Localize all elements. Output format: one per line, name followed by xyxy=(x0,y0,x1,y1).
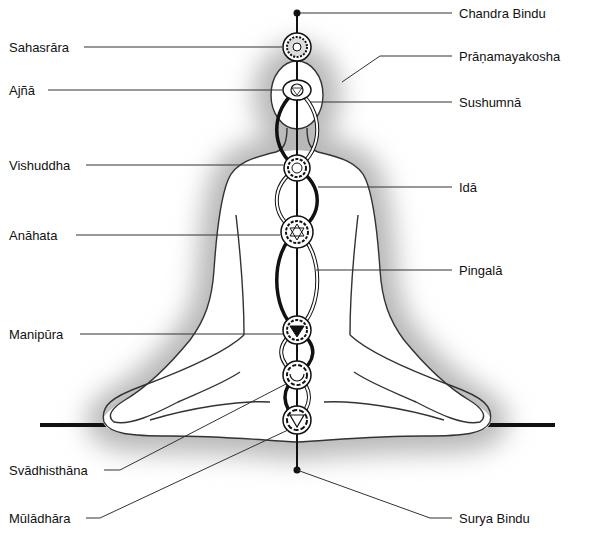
ida-channel xyxy=(277,90,318,420)
chakra-label: Chandra Bindu xyxy=(458,6,547,21)
chakra-label: Sahasrāra xyxy=(8,40,70,55)
chakra-label: Mūlādhāra xyxy=(8,511,71,526)
chakra-label: Idā xyxy=(458,180,478,195)
bindu-dot xyxy=(294,10,301,17)
chakra-label: Manipūra xyxy=(8,327,64,342)
chakra-label: Sushumnā xyxy=(458,95,522,110)
pingala-channel xyxy=(277,90,318,420)
chakra-label: Surya Bindu xyxy=(458,511,531,526)
chakra-label: Pingalā xyxy=(458,263,503,278)
chakra-label: Prāṇamayakosha xyxy=(458,49,561,64)
chakra-label: Anāhata xyxy=(8,228,58,243)
chakra-label: Vishuddha xyxy=(8,158,71,173)
chakra-symbols xyxy=(281,33,313,434)
chakra-label: Ajñā xyxy=(8,83,36,98)
leader-lines xyxy=(48,13,452,518)
chakra-label: Svādhisthāna xyxy=(8,463,89,478)
